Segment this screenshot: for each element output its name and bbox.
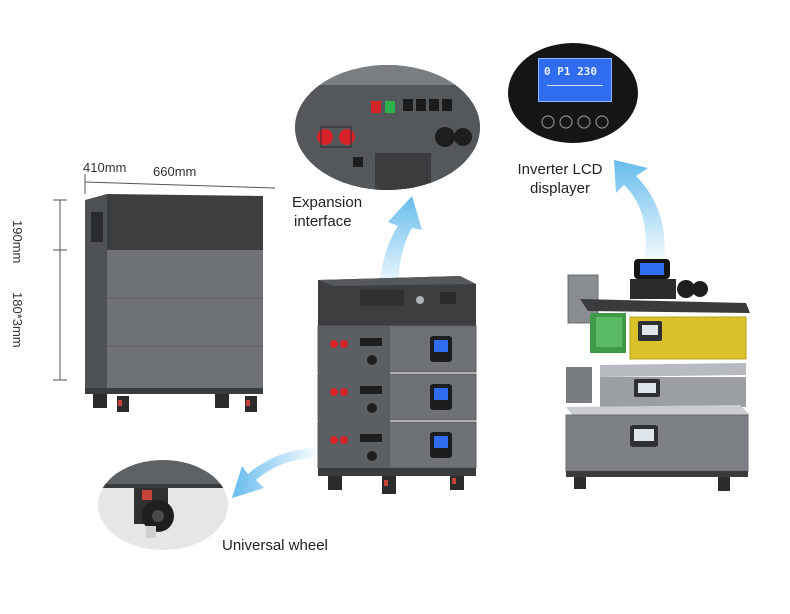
lcd-readout: 0 P1 230 [544,65,597,78]
wheel-drawing [98,460,228,538]
exploded-view [560,255,760,505]
inverter-lcd-zoom: 0 P1 230 [508,43,638,143]
center-battery-stack [300,268,490,500]
dimension-module-height: 180*3mm [10,292,25,348]
exploded-drawing [565,259,750,491]
inverter-label-line2: displayer [529,180,591,197]
expansion-label-line1: Expansion [292,194,363,211]
universal-wheel-zoom [98,460,228,550]
dimension-width: 660mm [153,164,197,179]
dimension-depth: 410mm [83,160,127,175]
arrow-up-icon [614,160,665,262]
wheel-icon [328,476,464,494]
expansion-panel-drawing [295,65,480,190]
inverter-label-line1: Inverter LCD [517,161,603,178]
inverter-label: Inverter LCD displayer [510,160,610,198]
dimensioned-cabinet: 410mm 660mm 190mm 180*3mm [10,160,275,420]
expansion-label: Expansion interface [292,193,362,231]
dimension-top-height: 190mm [10,220,25,264]
expansion-interface-zoom [295,65,480,190]
lcd-buttons [541,115,609,129]
stack-drawing [317,276,477,494]
expansion-label-line2: interface [294,213,352,230]
cabinet-drawing [53,174,275,412]
lcd-graphic [547,85,603,94]
lcd-screen: 0 P1 230 [538,58,612,102]
wheel-label: Universal wheel [222,537,328,554]
